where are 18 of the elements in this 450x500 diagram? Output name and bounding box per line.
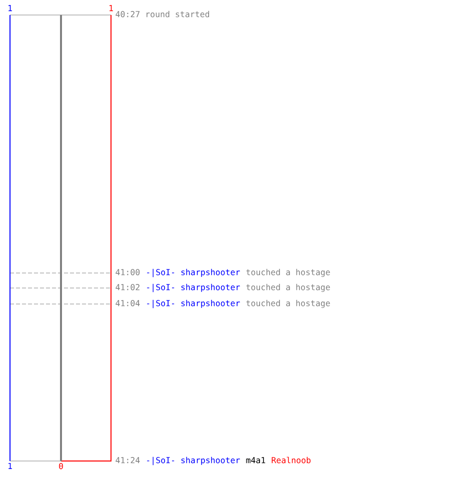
axis-value: 0 <box>59 462 63 470</box>
player-name: Realnoob <box>272 456 311 464</box>
player-name: -|SoI- sharpshooter <box>147 284 240 292</box>
axis-value: 1 <box>110 5 113 12</box>
timestamp: 41:02 <box>116 284 140 290</box>
event-text: touched a hostage <box>246 268 330 277</box>
player-name: -|SoI- sharpshooter <box>147 300 240 308</box>
timestamp: 41:24 <box>116 457 140 464</box>
axis-value: 1 <box>8 5 12 12</box>
player-name: -|SoI- sharpshooter <box>147 456 240 466</box>
player-name: -|SoI- sharpshooter <box>147 268 240 278</box>
event-text: touched a hostage <box>246 300 330 308</box>
event-text: touched a hostage <box>246 284 330 292</box>
weapon-name: m4a1 <box>246 457 266 464</box>
axis-value: 1 <box>8 462 12 469</box>
event-text: 40:27 round started <box>116 10 210 18</box>
timestamp: 41:00 <box>116 269 140 276</box>
timestamp: 41:04 <box>116 300 140 306</box>
